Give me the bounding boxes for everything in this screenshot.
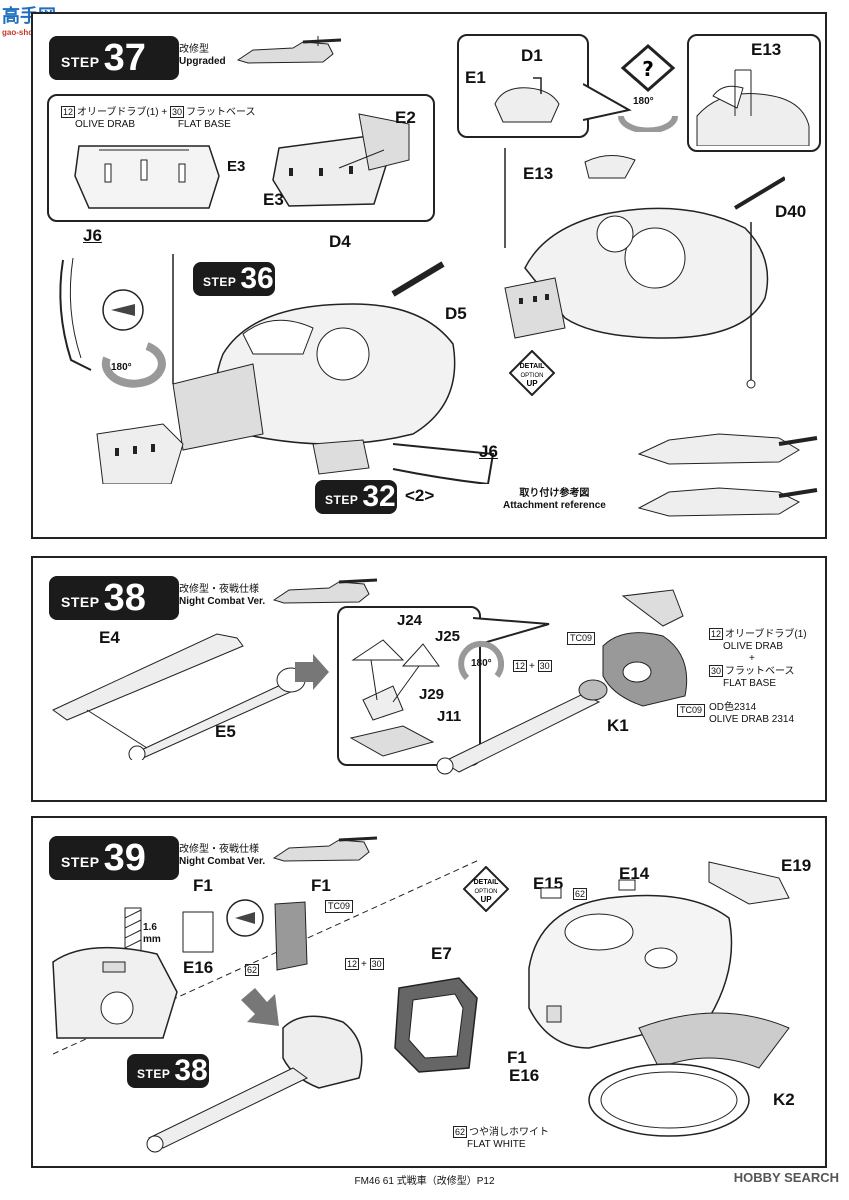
step37-e2e3-drawing xyxy=(272,113,410,207)
detail-l1: DETAIL xyxy=(520,363,545,370)
step38-label-j25: J25 xyxy=(435,628,461,645)
step39-label-e16a: E16 xyxy=(183,958,214,977)
step38-label-j29: J29 xyxy=(419,686,445,703)
step39-tc-label: TC09 xyxy=(325,900,354,913)
step39-label-f1c: F1 xyxy=(507,1048,527,1067)
step37-e1-part-drawing xyxy=(494,77,560,123)
step39-f1-parts-drawing xyxy=(182,899,308,971)
step39-paint62-small: 62 xyxy=(245,964,260,976)
step39-label-e7: E7 xyxy=(431,944,452,963)
step37-d1-callout: D1 E1 xyxy=(457,34,589,138)
step37-callout-pointer xyxy=(583,83,632,121)
step38-label-e4: E4 xyxy=(99,628,120,647)
step37-rot-label: 180° xyxy=(633,96,654,107)
step39-label-e14: E14 xyxy=(619,864,650,883)
step38-tc-label1: TC09 xyxy=(567,632,596,645)
step37-label-d4: D4 xyxy=(329,232,351,251)
step39-e7-frame-drawing xyxy=(394,977,478,1073)
step38-tc-label2: TC09 xyxy=(677,704,706,717)
step39-detail-up-badge: DETAIL OPTION UP xyxy=(463,866,509,912)
step38-label-k1: K1 xyxy=(607,716,629,735)
tank-thumbnail-icon xyxy=(272,578,378,604)
step39-arrow-down-right-icon xyxy=(241,988,279,1026)
step39-label-f1b: F1 xyxy=(311,876,331,895)
step37-label-e13b: E13 xyxy=(523,164,554,183)
step38-barrel-drawing xyxy=(52,633,306,760)
step32-suffix: <2> xyxy=(405,486,435,505)
step37-e13-detail-drawing xyxy=(696,69,810,146)
step38-mantlet-barrel-drawing xyxy=(436,589,688,775)
detail-l2: OPTION xyxy=(474,889,497,895)
step37-label-e2: E2 xyxy=(395,108,416,127)
step37-e13-detail-box: E13 xyxy=(687,34,821,152)
detail-l1: DETAIL xyxy=(474,879,499,886)
step39-e16-left-drawing xyxy=(52,946,178,1039)
step38-callout-pointer xyxy=(473,617,550,647)
step37-turret-left-drawing xyxy=(96,254,495,484)
hobby-search-brand: HOBBY SEARCH xyxy=(733,1170,839,1185)
step39-label-e16b: E16 xyxy=(509,1066,540,1085)
detail-l3: UP xyxy=(526,379,538,388)
step37-label-d5: D5 xyxy=(445,304,467,323)
detail-l3: UP xyxy=(480,895,492,904)
step37-label-j6a: J6 xyxy=(83,226,102,245)
step38-label-j11: J11 xyxy=(437,708,462,725)
step37-j6-rail-drawing xyxy=(59,257,166,388)
tank-thumbnail-icon xyxy=(236,36,342,64)
step38-sight-parts-drawing xyxy=(349,639,440,757)
detail-l2: OPTION xyxy=(520,373,543,379)
step39-label-k2: K2 xyxy=(773,1090,795,1109)
step37-label-e13a: E13 xyxy=(751,40,782,59)
step38-label-j24: J24 xyxy=(397,612,423,629)
step37-label-j6b: J6 xyxy=(479,442,498,461)
step38-arrow-right-icon xyxy=(295,654,329,690)
page-footer: FM46 61 式戦車（改修型）P12 xyxy=(354,1176,495,1187)
step37-label-e3b: E3 xyxy=(263,190,284,209)
step39-barrel-mantlet-drawing xyxy=(146,1015,363,1153)
step37-label-e3a: E3 xyxy=(227,158,246,175)
step37-turret-right-drawing xyxy=(504,148,785,339)
step37-label-e1: E1 xyxy=(465,68,486,87)
tank-thumbnail-icon xyxy=(272,836,378,862)
step39-label-e19: E19 xyxy=(781,856,812,875)
rotate-180-icon xyxy=(458,640,505,681)
step38-sight-callout: J24 J25 J29 J11 xyxy=(337,606,481,766)
step38-mix: 12+ 30 xyxy=(513,660,552,672)
step39-label-f1a: F1 xyxy=(193,876,213,895)
step37-e3-box-drawing xyxy=(74,145,220,209)
rotate-180-icon: ? xyxy=(618,44,678,132)
step37-rot-label2: 180° xyxy=(111,362,132,373)
step38-rot-label: 180° xyxy=(471,658,492,669)
step37-d40-antenna xyxy=(746,222,756,389)
step37-label-d1: D1 xyxy=(521,46,543,65)
step39-mix: 12+ 30 xyxy=(345,958,384,970)
step39-dashed-divider xyxy=(53,859,480,1055)
step37-label-d40: D40 xyxy=(775,202,807,221)
step38-label-e5: E5 xyxy=(215,722,236,741)
step37-detail-up-badge: DETAIL OPTION UP xyxy=(509,350,555,396)
step39-paint62-mid: 62 xyxy=(573,888,588,900)
step39-turret-shell-drawing xyxy=(528,861,790,1137)
svg-text:?: ? xyxy=(642,57,654,81)
step37-attachment-reference-drawing xyxy=(637,433,818,517)
